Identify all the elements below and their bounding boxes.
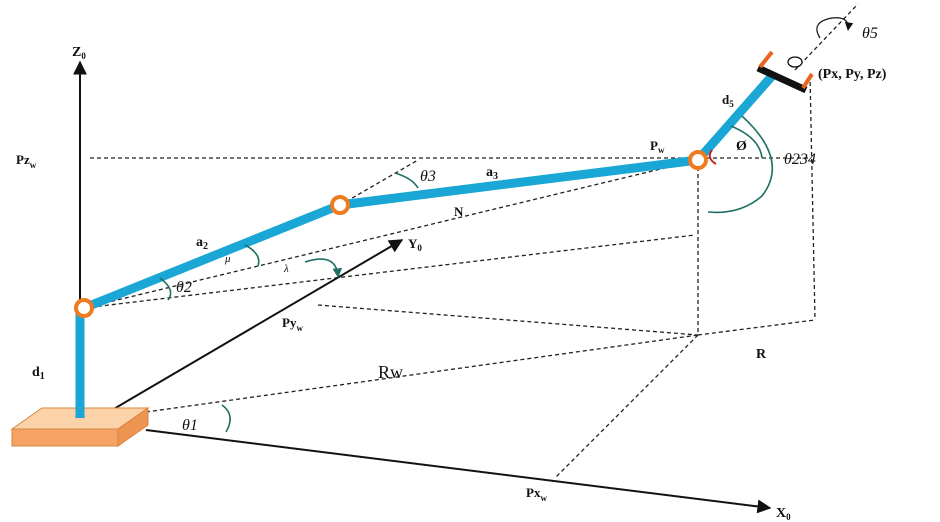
end-effector-vertical-drop — [809, 74, 816, 321]
theta3-label: θ3 — [420, 168, 436, 185]
theta1-label: θ1 — [182, 417, 198, 434]
pxw-projection-line — [554, 334, 699, 479]
link-a2 — [82, 200, 342, 313]
pw-label: Pw — [650, 138, 665, 155]
x0-axis — [145, 429, 772, 514]
theta5-label: θ5 — [862, 25, 878, 42]
z0-axis-label: Z0 — [72, 45, 86, 61]
construction-lines — [83, 3, 859, 479]
base-front-face — [11, 428, 119, 447]
robot-joints — [74, 150, 708, 318]
elbow-joint — [330, 195, 350, 215]
rw-label: Rw — [378, 362, 403, 382]
gripper-bar — [756, 64, 808, 94]
theta1-arc — [221, 404, 231, 433]
d1-label: d1 — [32, 365, 45, 382]
end-effector-point — [787, 56, 803, 68]
theta2-arc — [159, 277, 172, 301]
theta2-label: θ2 — [176, 279, 192, 296]
labels: Z0 Y0 X0 Pzw Pyw Pxw Pw (Px, Py, Pz) d1 … — [16, 25, 887, 522]
lambda-arc — [304, 258, 343, 278]
gripper-left-jaw — [758, 50, 774, 69]
end-effector-coordinates-label: (Px, Py, Pz) — [818, 67, 887, 82]
d5-label: d5 — [722, 92, 734, 109]
mu-arc — [244, 244, 260, 267]
a2-extension-line — [339, 159, 419, 206]
wrist-angle-mark — [708, 149, 717, 165]
rw-ground-line — [145, 334, 699, 413]
a2-label: a2 — [196, 235, 208, 252]
x0-axis-label: X0 — [776, 506, 791, 522]
n-label: N — [454, 204, 464, 219]
robot-base — [10, 407, 150, 447]
phi-label: Ø — [736, 139, 747, 154]
theta234-arc — [707, 115, 774, 214]
pxw-label: Pxw — [526, 485, 547, 503]
theta5-rotation-axis — [794, 3, 859, 71]
r-ground-line — [697, 319, 816, 336]
pzw-label: Pzw — [16, 152, 37, 170]
phi-arc — [730, 125, 763, 159]
shoulder-to-wrist-line-n — [83, 159, 699, 309]
pyw-projection-line — [317, 304, 699, 336]
shoulder-joint — [74, 298, 94, 318]
shoulder-horizontal-reference — [83, 234, 696, 309]
angle-arcs — [159, 17, 854, 433]
robot-links — [75, 73, 776, 418]
lambda-label: λ — [283, 263, 289, 275]
theta3-arc — [394, 172, 419, 189]
gripper — [756, 50, 814, 94]
base-side-face — [117, 407, 149, 447]
theta5-rotation-arrow — [816, 17, 854, 39]
link-d5 — [694, 73, 776, 163]
r-label: R — [756, 347, 767, 362]
gripper-right-jaw — [801, 72, 814, 90]
mu-label: μ — [224, 253, 231, 265]
pyw-label: Pyw — [282, 315, 303, 333]
y0-axis-label: Y0 — [408, 236, 422, 253]
a3-label: a3 — [486, 165, 498, 182]
y0-axis — [111, 239, 404, 411]
link-a3 — [339, 155, 699, 210]
theta234-label: θ234 — [784, 151, 816, 168]
wrist-joint — [688, 150, 708, 170]
